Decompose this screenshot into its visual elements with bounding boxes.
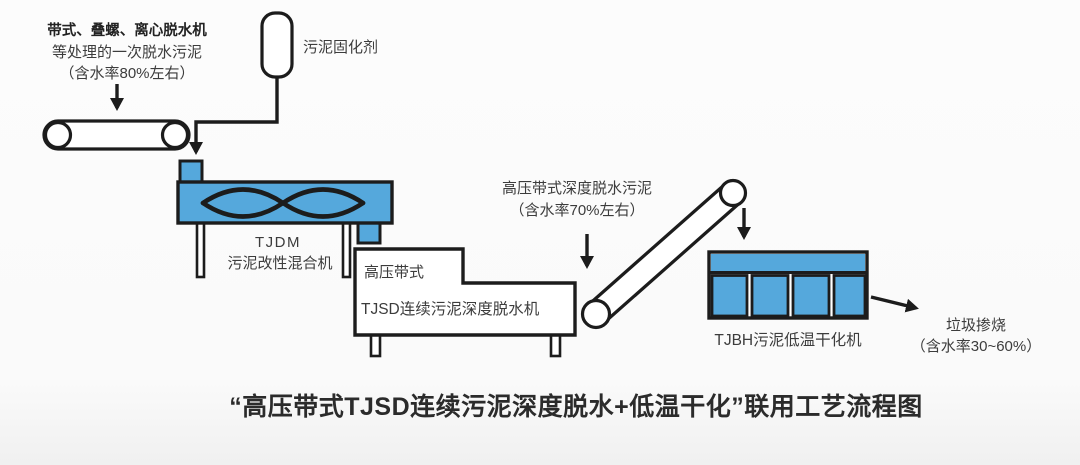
output-note: 垃圾掺烧 （含水率30~60%） xyxy=(911,315,1041,357)
output-line2: （含水率30~60%） xyxy=(910,338,1042,355)
dewatered-sludge-line2: （含水率70%左右） xyxy=(509,202,645,219)
solidifier-tank-icon xyxy=(260,11,294,79)
dewaterer-name-label: TJSD连续污泥深度脱水机 xyxy=(361,301,540,318)
source-sludge-line2: 等处理的一次脱水污泥 xyxy=(51,44,202,61)
flow-arrow-solidifier-to-mixer xyxy=(189,77,279,155)
dewaterer-machine xyxy=(353,247,577,358)
solidifier-label: 污泥固化剂 xyxy=(303,39,379,56)
mixer-model-label: TJDM xyxy=(255,234,301,251)
inclined-conveyor-icon xyxy=(580,178,748,330)
output-line1: 垃圾掺烧 xyxy=(945,317,1006,334)
dewaterer-type-label: 高压带式 xyxy=(364,264,425,281)
source-sludge-note: 带式、叠螺、离心脱水机 等处理的一次脱水污泥 （含水率80%左右） xyxy=(47,21,207,84)
dewatered-sludge-note: 高压带式深度脱水污泥 （含水率70%左右） xyxy=(502,178,652,222)
dryer-machine xyxy=(707,250,869,320)
mixer-machine xyxy=(176,159,394,279)
mixer-name-label: 污泥改性混合机 xyxy=(227,255,333,272)
source-sludge-line1: 带式、叠螺、离心脱水机 xyxy=(47,23,207,39)
belt-conveyor-icon xyxy=(42,119,191,151)
dryer-label: TJBH污泥低温干化机 xyxy=(714,332,862,349)
dewatered-sludge-line1: 高压带式深度脱水污泥 xyxy=(501,180,653,197)
source-sludge-line3: （含水率80%左右） xyxy=(59,65,195,82)
flow-arrow-dryer-to-output xyxy=(870,295,919,313)
diagram-title: “高压带式TJSD连续污泥深度脱水+低温干化”联用工艺流程图 xyxy=(229,393,923,421)
